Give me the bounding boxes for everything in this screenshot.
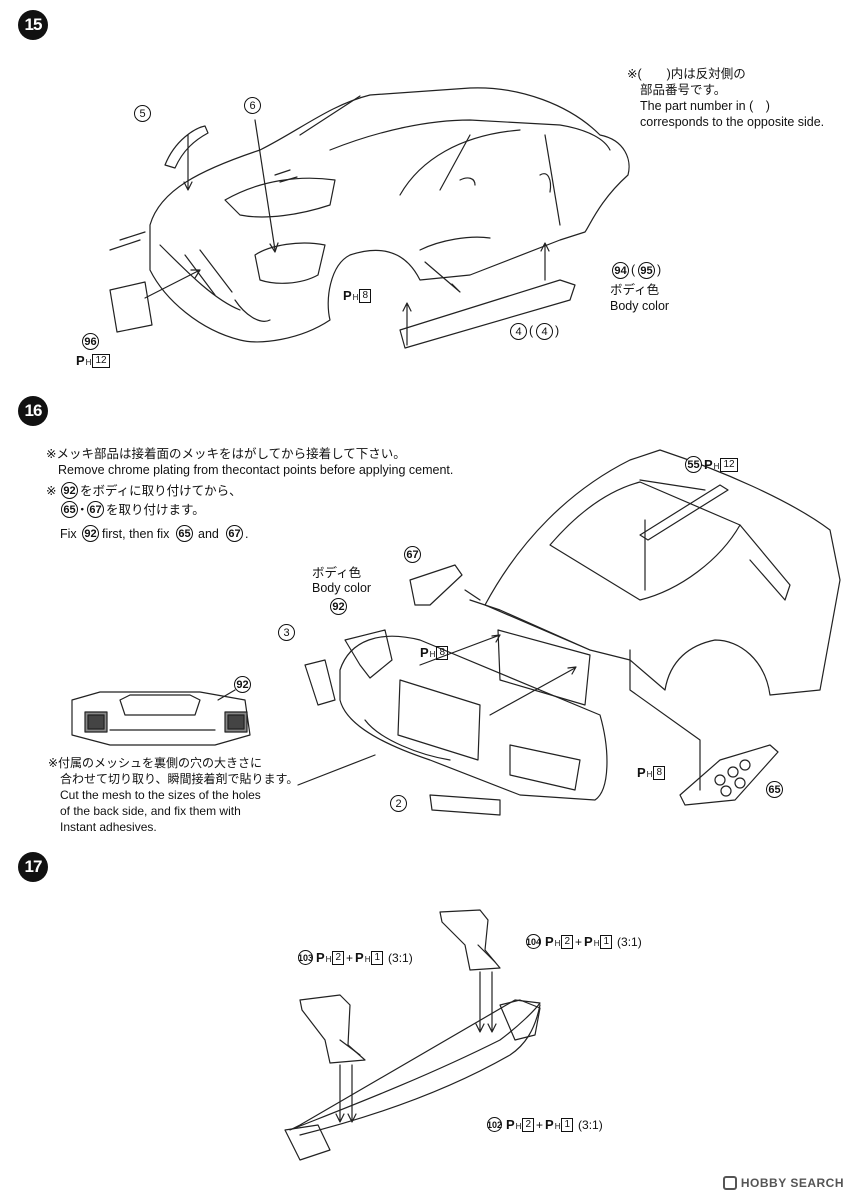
part-number-67: 67 <box>226 525 243 542</box>
inset-note-en-3: Instant adhesives. <box>60 820 157 834</box>
step16-order-note-mark: ※ <box>46 484 57 498</box>
inset-note-en-1: Cut the mesh to the sizes of the holes <box>60 788 261 802</box>
part-number-55: 55 <box>685 456 702 473</box>
part-number-4: 4 <box>510 323 527 340</box>
part-number-5: 5 <box>134 105 151 122</box>
period: . <box>245 527 249 541</box>
paren-close: ) <box>657 263 662 277</box>
car-body-front-drawing <box>109 87 630 349</box>
step-16-badge: 16 <box>18 396 48 426</box>
inset-mesh-drawing <box>71 689 251 746</box>
body-color-jp: ボディ色 <box>610 283 660 297</box>
paren-open: ( <box>529 324 534 338</box>
step16-order-note-jp-1: をボディに取り付けてから、 <box>80 484 242 498</box>
step-number: 17 <box>24 857 43 876</box>
step15-note-jp-1: ※( )内は反対側の <box>627 67 746 81</box>
inset-note-jp-2: 合わせて切り取り、瞬間接着剤で貼ります。 <box>60 772 299 786</box>
part-number-2: 2 <box>390 795 407 812</box>
part-number-94: 94 <box>612 262 629 279</box>
part-number-3: 3 <box>278 624 295 641</box>
step16-chrome-note-en: Remove chrome plating from thecontact po… <box>58 463 454 477</box>
part-number-102: 102 <box>487 1117 502 1132</box>
part-number-95: 95 <box>638 262 655 279</box>
part-number-96: 96 <box>82 333 99 350</box>
step16-order-note-en-and: and <box>198 527 219 541</box>
paren-open: ( <box>631 263 636 277</box>
hobby-search-watermark: HOBBY SEARCH <box>722 1176 844 1190</box>
hobby-search-logo-icon <box>722 1176 737 1190</box>
inset-note-jp-1: ※付属のメッシュを裏側の穴の大きさに <box>48 756 263 770</box>
rear-wing-drawing <box>284 909 541 1161</box>
part-number-92: 92 <box>234 676 251 693</box>
dot-separator: ・ <box>76 503 89 517</box>
part-number-67: 67 <box>404 546 421 563</box>
part-number-92: 92 <box>61 482 78 499</box>
car-body-rear-drawing <box>297 449 841 816</box>
step-15-badge: 15 <box>18 10 48 40</box>
part-number-65: 65 <box>766 781 783 798</box>
part-number-67: 67 <box>87 501 104 518</box>
part-number-92: 92 <box>82 525 99 542</box>
step15-note-en-2: corresponds to the opposite side. <box>640 115 825 129</box>
part-number-65: 65 <box>61 501 78 518</box>
step16-order-note-en-fix: Fix <box>60 527 77 541</box>
step-17-badge: 17 <box>18 852 48 882</box>
body-color-en: Body color <box>610 299 670 313</box>
part-number-6: 6 <box>244 97 261 114</box>
part-number-103: 103 <box>298 950 313 965</box>
inset-note-en-2: of the back side, and fix them with <box>60 804 241 818</box>
step15-note-jp-2: 部品番号です。 <box>640 83 727 97</box>
step16-chrome-note-jp: ※メッキ部品は接着面のメッキをはがしてから接着して下さい。 <box>46 447 406 461</box>
step16-order-note-jp-2: を取り付けます。 <box>106 503 205 517</box>
part-number-4-opposite: 4 <box>536 323 553 340</box>
part-number-65: 65 <box>176 525 193 542</box>
step-number: 15 <box>24 15 43 34</box>
part-number-104: 104 <box>526 934 541 949</box>
step-number: 16 <box>24 401 43 420</box>
body-color-jp: ボディ色 <box>312 566 362 580</box>
step15-note-en-1: The part number in ( ) <box>640 99 770 113</box>
paren-close: ) <box>555 324 560 338</box>
step16-order-note-en-then: first, then fix <box>102 527 170 541</box>
part-number-92: 92 <box>330 598 347 615</box>
body-color-en: Body color <box>312 581 372 595</box>
